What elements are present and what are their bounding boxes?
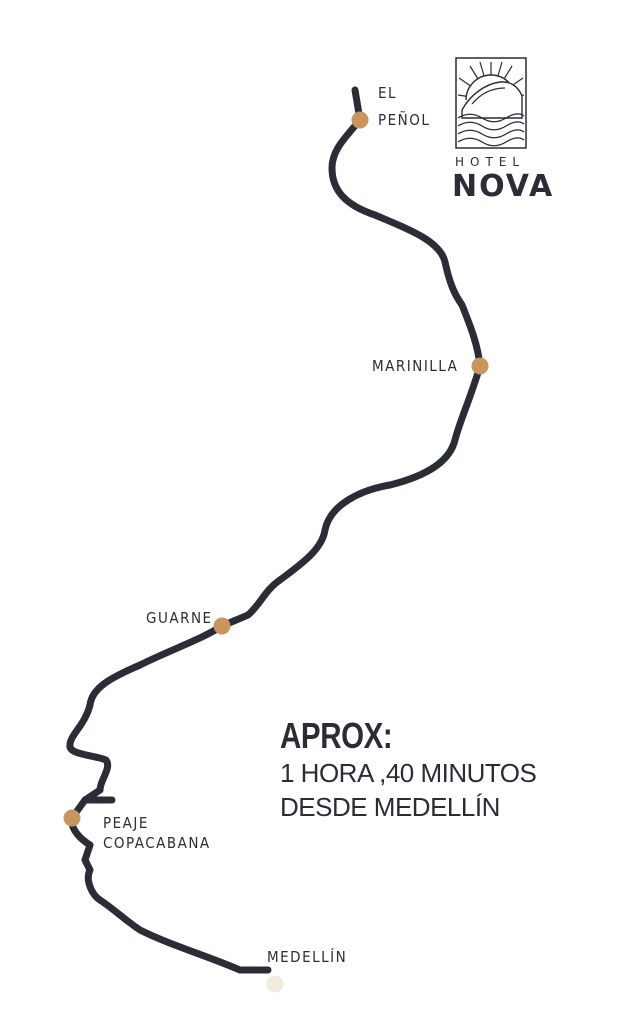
stop-marker-guarne[interactable] [213,617,231,635]
stop-marker-medellin[interactable] [266,975,284,993]
stop-label-el-penol: EL [378,84,397,102]
hotel-nova-logo: HOTEL NOVA [452,57,554,204]
stop-label-peaje: PEAJE [103,814,149,832]
info-title: APROX: [280,715,393,756]
travel-time-info: APROX: 1 HORA ,40 MINUTOS DESDE MEDELLÍN [280,715,537,824]
route-line [66,86,484,974]
logo-nova-word: NOVA [452,169,554,204]
stop-marker-peaje-copacabana[interactable] [63,809,81,827]
stop-label-el-penol: PEÑOL [378,110,430,129]
stop-label-guarne: GUARNE [146,609,213,627]
waves-icon [457,113,525,147]
stop-marker-el-penol[interactable] [351,111,369,129]
logo-hotel-word: HOTEL [455,155,525,169]
info-origin: DESDE MEDELLÍN [280,792,500,822]
stop-label-copacabana: COPACABANA [103,834,211,852]
info-duration: 1 HORA ,40 MINUTOS [280,758,537,788]
stop-label-medellin: MEDELLÍN [267,947,347,966]
stop-marker-marinilla[interactable] [471,357,489,375]
logo-frame [455,57,527,149]
mountain-icon [461,81,523,119]
stop-label-marinilla: MARINILLA [372,357,458,375]
